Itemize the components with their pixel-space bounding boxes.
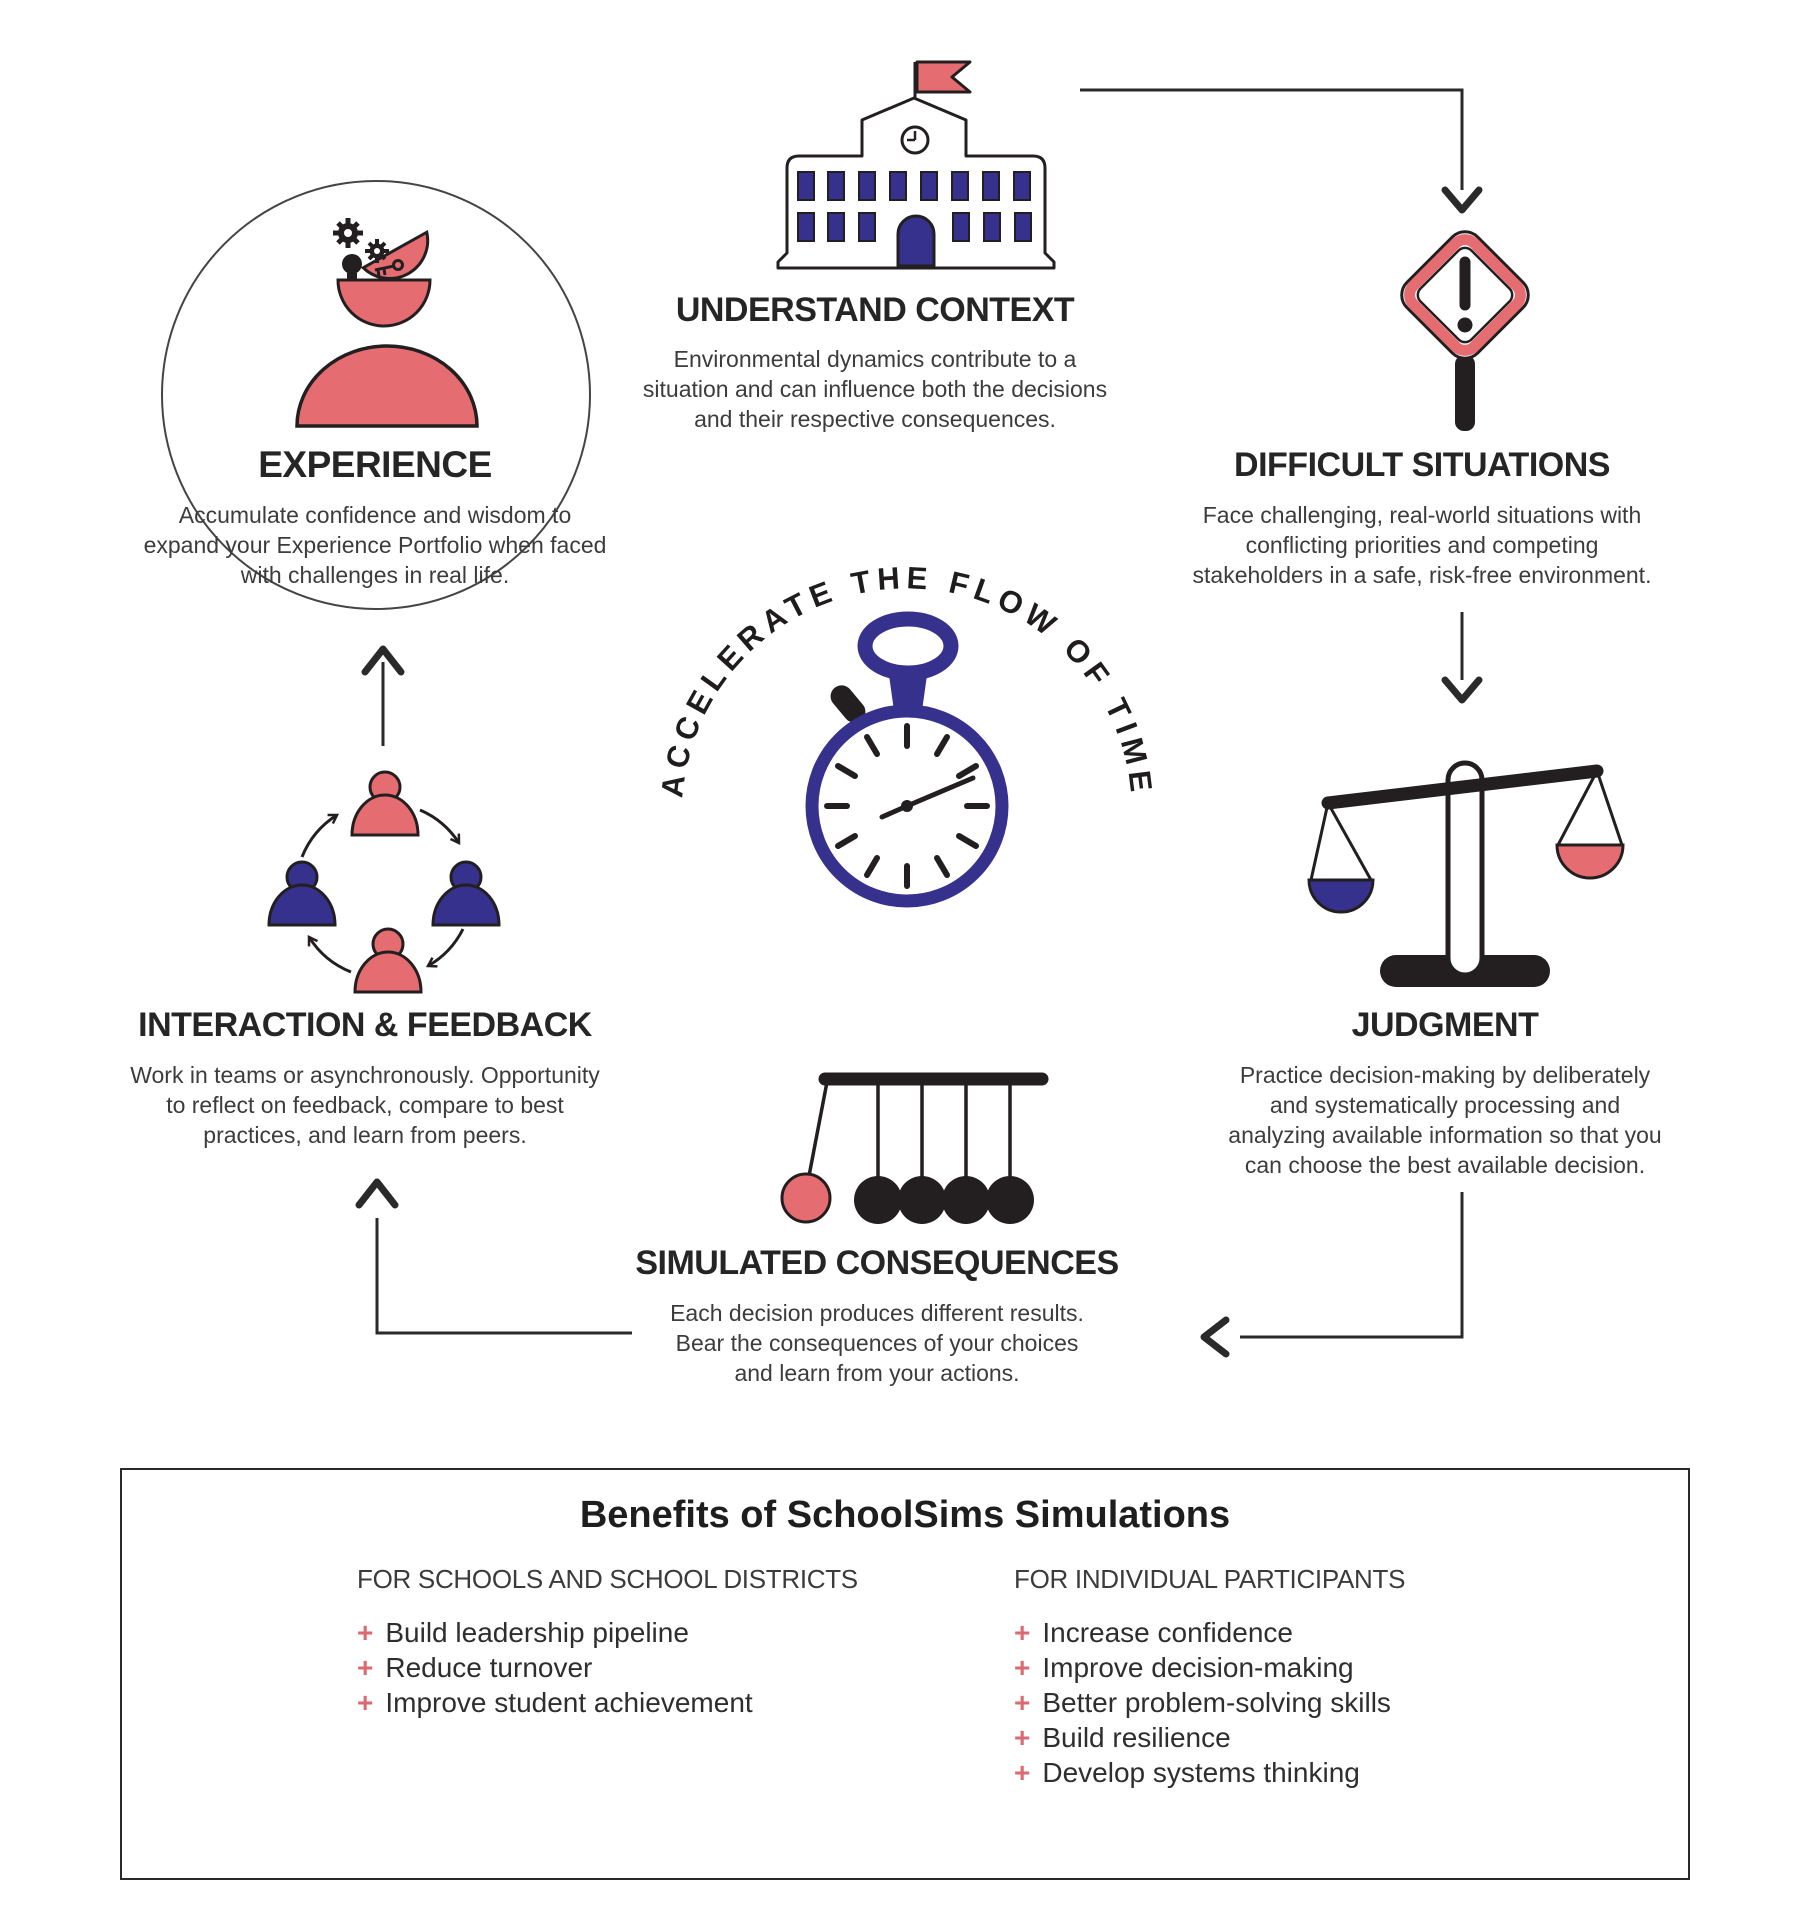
difficult-situations-title: DIFFICULT SITUATIONS [1234,446,1610,484]
benefit-item-label: Better problem-solving skills [1042,1687,1391,1718]
plus-icon: + [357,1687,374,1718]
cycle-arrows [300,808,465,974]
plus-icon: + [1014,1687,1031,1718]
benefit-item-label: Improve decision-making [1042,1652,1354,1683]
arrow-left-icon [1200,1316,1230,1358]
connector-simulated-to-interaction [375,1218,632,1335]
person-icon [353,927,423,994]
benefits-column-heading: FOR SCHOOLS AND SCHOOL DISTRICTS [357,1564,858,1594]
people-cycle-icon [267,770,501,994]
plus-icon: + [357,1617,374,1648]
newtons-cradle-icon [780,1072,1049,1224]
left-pan [1307,802,1375,914]
simulated-consequences-description: Each decision produces different results… [670,1300,1084,1386]
benefit-item-label: Develop systems thinking [1042,1757,1360,1788]
connector-judgment-to-simulated [1240,1192,1464,1339]
difficult-situations-description: Face challenging, real-world situations … [1192,502,1652,588]
person-icon [350,770,420,837]
simulated-consequences-title: SIMULATED CONSEQUENCES [635,1244,1119,1282]
balance-scales-icon [1307,760,1625,987]
flag-icon [915,60,972,94]
person-icon [267,860,337,927]
benefits-list: + Build leadership pipeline + Reduce tur… [357,1615,957,1720]
interaction-feedback-title: INTERACTION & FEEDBACK [138,1006,592,1044]
benefits-column-schools: FOR SCHOOLS AND SCHOOL DISTRICTS + Build… [357,1564,957,1720]
benefits-list: + Increase confidence + Improve decision… [1014,1615,1614,1790]
stopwatch-button [830,685,866,723]
right-pan [1555,770,1625,880]
building-windows [797,171,1032,242]
door-icon [896,214,936,268]
connector-context-to-difficult [1080,88,1464,190]
benefits-title: Benefits of SchoolSims Simulations [579,1494,1231,1536]
judgment-title: JUDGMENT [1351,1006,1539,1044]
arrow-up-icon [361,645,405,676]
plus-icon: + [1014,1617,1031,1648]
benefit-item: + Improve decision-making [1014,1650,1614,1685]
clock-ticks [824,723,990,889]
experience-description: Accumulate confidence and wisdom to expa… [143,502,607,588]
cradle-ball-red [780,1172,832,1224]
experience-circle [161,180,591,610]
understand-context-title: UNDERSTAND CONTEXT [675,291,1075,329]
benefit-item: + Better problem-solving skills [1014,1685,1614,1720]
understand-context-description: Environmental dynamics contribute to a s… [642,346,1108,432]
clock-hands [879,775,976,820]
person-icon [431,860,501,927]
benefit-item: + Improve student achievement [357,1685,957,1720]
exclamation-icon [1457,256,1473,333]
clock-icon [900,125,930,155]
benefit-item: + Develop systems thinking [1014,1755,1614,1790]
interaction-feedback-description: Work in teams or asynchronously. Opportu… [130,1062,600,1148]
benefit-item-label: Increase confidence [1042,1617,1293,1648]
arrow-down-icon [1441,186,1483,214]
benefit-item: + Build leadership pipeline [357,1615,957,1650]
benefit-item: + Increase confidence [1014,1615,1614,1650]
sign-post [1455,355,1475,431]
school-building-icon [776,60,1056,270]
plus-icon: + [1014,1652,1031,1683]
benefit-item: + Build resilience [1014,1720,1614,1755]
arrow-up-icon [355,1178,399,1209]
plus-icon: + [1014,1757,1031,1788]
benefit-item: + Reduce turnover [357,1650,957,1685]
benefit-item-label: Reduce turnover [385,1652,593,1683]
benefit-item-label: Improve student achievement [385,1687,753,1718]
open-head-person-icon [295,218,479,428]
judgment-description: Practice decision-making by deliberately… [1228,1062,1662,1178]
arrow-down-icon [1441,676,1483,704]
plus-icon: + [1014,1722,1031,1753]
benefits-column-heading: FOR INDIVIDUAL PARTICIPANTS [1014,1564,1406,1594]
benefits-box: Benefits of SchoolSims Simulations FOR S… [120,1468,1690,1880]
warning-sign-icon [1400,230,1530,431]
benefit-item-label: Build resilience [1042,1722,1231,1753]
benefit-item-label: Build leadership pipeline [385,1617,689,1648]
plus-icon: + [357,1652,374,1683]
cradle-balls [854,1176,1034,1224]
experience-title: EXPERIENCE [258,444,492,485]
stopwatch-icon: ACCELERATE THE FLOW OF TIME [654,560,1154,908]
cradle-strings [876,1084,1012,1177]
key-icon [374,259,404,277]
benefits-column-individuals: FOR INDIVIDUAL PARTICIPANTS + Increase c… [1014,1564,1614,1790]
lightbulb-icon [342,254,362,279]
